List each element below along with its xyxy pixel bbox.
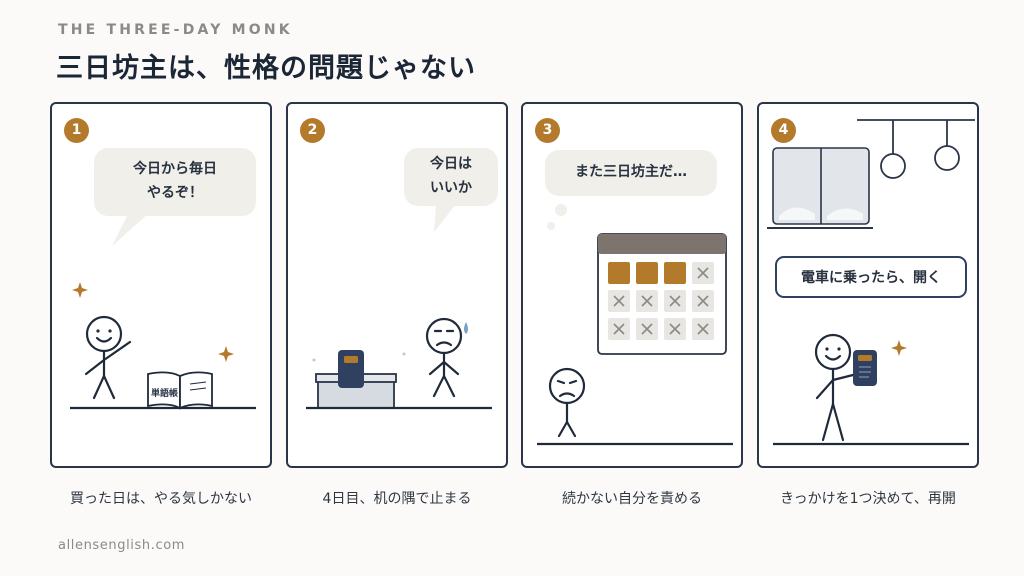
speech-line-1: 今日は xyxy=(430,156,472,173)
panel-3-illustration xyxy=(537,204,733,446)
stick-figure-happy xyxy=(814,333,859,442)
cross-icon xyxy=(641,295,653,307)
speech-bubble: 今日は いいか xyxy=(404,148,498,206)
book-label: 単語帳 xyxy=(151,389,179,399)
calendar-day-done xyxy=(636,262,658,284)
stick-figure-worried xyxy=(548,367,586,438)
thought-bubble: また三日坊主だ… xyxy=(545,150,717,196)
cross-icon xyxy=(669,323,681,335)
train-window-icon xyxy=(767,147,873,229)
site-url: allensenglish.com xyxy=(58,538,186,553)
calendar-day-done xyxy=(664,262,686,284)
speech-line-2: いいか xyxy=(430,180,472,196)
sweat-drop-icon xyxy=(464,322,468,334)
phone-icon xyxy=(853,350,877,386)
panel-3: 3 また三日坊主だ… xyxy=(521,102,743,468)
stick-figure-sad xyxy=(425,317,463,398)
trigger-notice: 電車に乗ったら、開く xyxy=(775,256,967,298)
cross-icon xyxy=(697,295,709,307)
panel-2-illustration xyxy=(306,204,492,410)
page-title: 三日坊主は、性格の問題じゃない xyxy=(56,53,476,84)
speech-bubble-tail xyxy=(112,214,148,246)
thought-dot xyxy=(555,204,567,216)
cross-icon xyxy=(669,295,681,307)
panel-number-badge: 1 xyxy=(64,118,89,143)
cross-icon xyxy=(613,323,625,335)
sparkle-icon xyxy=(891,340,907,356)
speech-bubble-tail xyxy=(434,204,456,232)
panel-1: 1 今日から毎日 やるぞ！ 単語帳 xyxy=(50,102,272,468)
sparkle-icon xyxy=(72,282,88,298)
speech-line-2: やるぞ！ xyxy=(147,185,203,201)
sparkle-icon xyxy=(218,346,234,362)
calendar-icon xyxy=(597,233,727,355)
panel-1-caption: 買った日は、やる気しかない xyxy=(70,491,252,507)
calendar-day-done xyxy=(608,262,630,284)
panel-3-caption: 続かない自分を責める xyxy=(562,491,702,507)
thought-dot xyxy=(547,222,555,230)
panel-number-badge: 3 xyxy=(535,118,560,143)
panel-2: 2 今日は いいか xyxy=(286,102,508,468)
panel-number-badge: 2 xyxy=(300,118,325,143)
speech-bubble: 今日から毎日 やるぞ！ xyxy=(94,148,256,216)
phone-icon xyxy=(338,350,364,388)
panel-4: 4 xyxy=(757,102,979,468)
panel-4-illustration xyxy=(767,119,975,446)
hand-strap-icon xyxy=(857,119,975,179)
cross-icon xyxy=(697,323,709,335)
speech-line-1: 今日から毎日 xyxy=(133,161,217,178)
panel-number-badge: 4 xyxy=(771,118,796,143)
panel-2-caption: 4日目、机の隅で止まる xyxy=(322,491,472,507)
stick-figure-happy xyxy=(84,315,132,400)
cross-icon xyxy=(697,267,709,279)
panel-1-illustration xyxy=(70,214,256,410)
panel-4-caption: きっかけを1つ決めて、再開 xyxy=(780,491,956,507)
thought-text: また三日坊主だ… xyxy=(575,164,687,181)
cross-icon xyxy=(641,323,653,335)
cross-icon xyxy=(613,295,625,307)
eyebrow-label: THE THREE-DAY MONK xyxy=(58,22,293,38)
